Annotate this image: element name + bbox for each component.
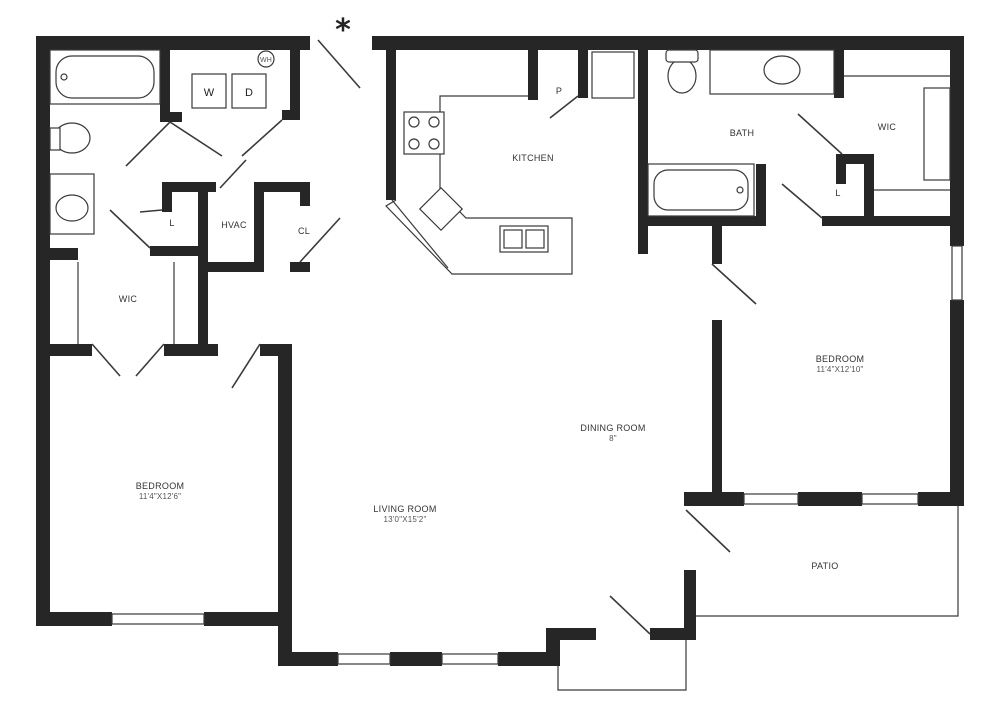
windows [111,245,963,665]
labels: * W D WH KITCHEN P BATH WIC L HVAC CL L … [119,13,897,571]
dining-room-size: 8" [609,434,617,443]
water-heater-label: WH [260,57,272,64]
exterior-walls [36,36,964,666]
linen-left-label: L [169,218,174,228]
closet-label: CL [298,226,310,236]
interior-walls [36,36,964,506]
doors [91,39,843,635]
fixtures [49,49,959,691]
living-room-size: 13'0"X15'2" [384,515,427,524]
hvac-label: HVAC [221,220,247,230]
dryer-label: D [245,87,253,99]
wic-bath-label: WIC [878,122,897,132]
pantry-label: P [556,86,562,96]
bedroom-right-label: BEDROOM [816,354,865,364]
kitchen-label: KITCHEN [512,153,554,163]
bedroom-left-size: 11'4"X12'6" [139,492,181,501]
washer-label: W [204,87,215,99]
wic-left-label: WIC [119,294,138,304]
dining-room-label: DINING ROOM [580,423,645,433]
bedroom-right-size: 11'4"X12'10" [816,365,863,374]
living-room-label: LIVING ROOM [373,504,436,514]
bath-label: BATH [730,128,755,138]
entry-marker: * [335,13,351,48]
linen-right-label: L [835,188,840,198]
patio-label: PATIO [811,561,838,571]
bedroom-left-label: BEDROOM [136,481,185,491]
